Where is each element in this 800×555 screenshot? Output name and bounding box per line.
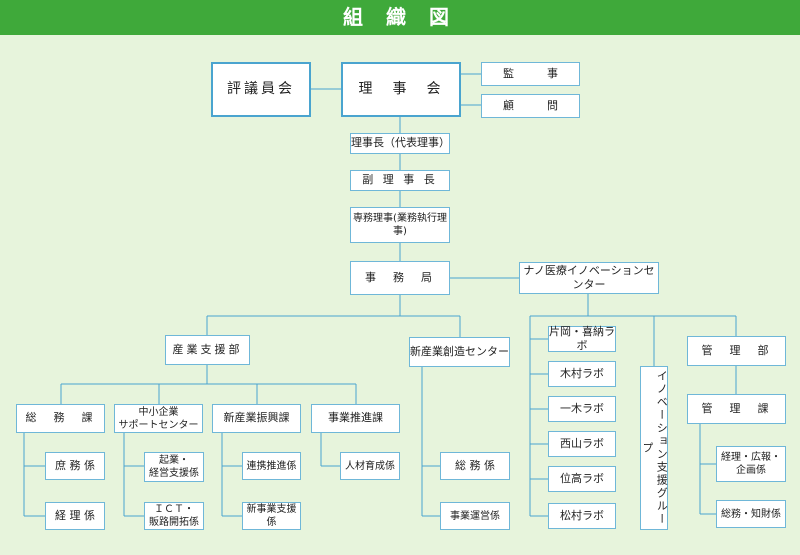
title-bar xyxy=(0,0,800,35)
lab-box: 一木ラボ xyxy=(548,396,616,422)
hyogiinkai-box: 評議員会 xyxy=(211,62,311,117)
somu-chizai-box: 総務・知財係 xyxy=(716,500,786,528)
renkei-box: 連携推進係 xyxy=(242,452,301,480)
lab-box: 片岡・喜納ラボ xyxy=(548,324,616,352)
shinsangyo-center-box: 新産業創造センター xyxy=(409,337,510,367)
chusho-box: 中小企業 サポートセンター xyxy=(114,404,203,433)
lab-box: 西山ラボ xyxy=(548,431,616,457)
kanji-box: 監 事 xyxy=(481,62,580,86)
somu-ka-box: 総 務 課 xyxy=(16,404,105,433)
nano-center-box: ナノ医療イノベーションセンター xyxy=(519,262,659,294)
shomu-box: 庶 務 係 xyxy=(45,452,105,480)
komon-box: 顧 問 xyxy=(481,94,580,118)
senmu-box: 専務理事(業務執行理事) xyxy=(350,207,450,243)
jimukyoku-box: 事 務 局 xyxy=(350,261,450,295)
lab-box: 松村ラボ xyxy=(548,503,616,529)
kanri-bu-box: 管 理 部 xyxy=(687,336,786,366)
keiri-koho-box: 経理・広報・ 企画係 xyxy=(716,446,786,482)
jigyo-unei-box: 事業運営係 xyxy=(440,502,510,530)
lab-box: 木村ラボ xyxy=(548,361,616,387)
shinjigyo-box: 新事業支援係 xyxy=(242,502,301,530)
jinzai-box: 人材育成係 xyxy=(340,452,400,480)
somu-kakari-box: 総 務 係 xyxy=(440,452,510,480)
fukurijicho-box: 副 理 事 長 xyxy=(350,170,450,191)
kanri-ka-box: 管 理 課 xyxy=(687,394,786,424)
shinsangyo-shinko-box: 新産業振興課 xyxy=(212,404,301,433)
jigyo-suishin-box: 事業推進課 xyxy=(311,404,400,433)
keiri-box: 経 理 係 xyxy=(45,502,105,530)
innovation-group-box: イノベーション支援グループ xyxy=(640,366,668,530)
rijicho-box: 理事長（代表理事） xyxy=(350,133,450,154)
rijikai-box: 理 事 会 xyxy=(341,62,461,117)
page-title: 組 織 図 xyxy=(343,5,457,29)
sangyo-shien-box: 産業支援部 xyxy=(165,335,250,365)
ict-box: ＩＣＴ・ 販路開拓係 xyxy=(144,502,204,530)
lab-box: 位高ラボ xyxy=(548,466,616,492)
kigyo-box: 起業・ 経営支援係 xyxy=(144,452,204,482)
